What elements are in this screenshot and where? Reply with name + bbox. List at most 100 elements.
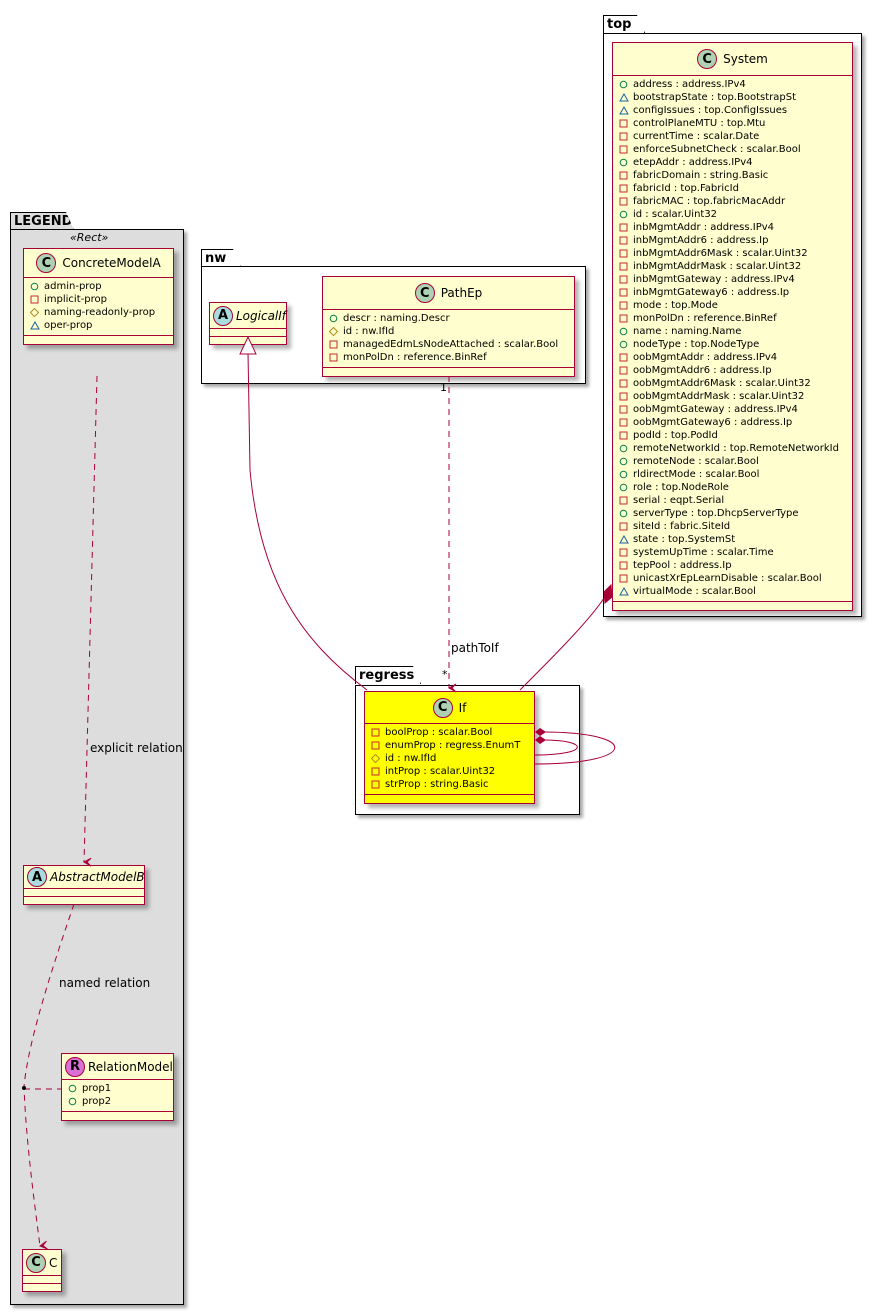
attribute-text: inbMgmtAddr6 : address.Ip (633, 235, 769, 246)
attribute-text: serial : eqpt.Serial (633, 495, 725, 506)
attribute-row: oobMgmtAddr6 : address.Ip (619, 364, 852, 377)
attribute-text: remoteNode : scalar.Bool (633, 456, 759, 467)
attribute-text: prop1 (82, 1083, 112, 1094)
attribute-row: naming-readonly-prop (30, 306, 173, 319)
attribute-row: inbMgmtAddr : address.IPv4 (619, 221, 852, 234)
public-visibility-icon (619, 509, 629, 518)
attribute-row: etepAddr : address.IPv4 (619, 156, 852, 169)
attribute-row: monPolDn : reference.BinRef (329, 351, 574, 364)
attribute-row: prop2 (68, 1095, 173, 1108)
private-visibility-icon (619, 405, 629, 414)
class-name: AbstractModelB (50, 870, 145, 884)
attribute-text: managedEdmLsNodeAttached : scalar.Bool (343, 339, 559, 350)
private-visibility-icon (619, 574, 629, 583)
public-visibility-icon (619, 210, 629, 219)
attribute-text: etepAddr : address.IPv4 (633, 157, 753, 168)
attribute-text: controlPlaneMTU : top.Mtu (633, 118, 766, 129)
class-abstract-model-b[interactable]: A AbstractModelB (23, 865, 145, 905)
class-icon: C (414, 283, 435, 303)
attribute-row: state : top.SystemSt (619, 533, 852, 546)
attribute-text: intProp : scalar.Uint32 (385, 766, 496, 777)
attribute-text: oper-prop (44, 320, 93, 331)
attribute-text: enumProp : regress.EnumT (385, 740, 521, 751)
attribute-text: id : scalar.Uint32 (633, 209, 718, 220)
attribute-row: remoteNetworkId : top.RemoteNetworkId (619, 442, 852, 455)
attribute-row: virtualMode : scalar.Bool (619, 585, 852, 598)
package-visibility-icon (619, 535, 629, 544)
self-composition-diamond-1 (535, 728, 546, 736)
public-visibility-icon (619, 158, 629, 167)
attribute-text: descr : naming.Descr (343, 313, 450, 324)
attribute-row: oobMgmtAddrMask : scalar.Uint32 (619, 390, 852, 403)
package-visibility-icon (30, 321, 40, 330)
attribute-text: address : address.IPv4 (633, 79, 746, 90)
attribute-text: enforceSubnetCheck : scalar.Bool (633, 144, 801, 155)
attribute-text: name : naming.Name (633, 326, 742, 337)
package-visibility-icon (619, 93, 629, 102)
package-visibility-icon (619, 106, 629, 115)
package-legend (10, 229, 184, 1305)
attribute-text: naming-readonly-prop (44, 307, 156, 318)
private-visibility-icon (619, 522, 629, 531)
attribute-text: oobMgmtGateway6 : address.Ip (633, 417, 793, 428)
attribute-text: oobMgmtAddrMask : scalar.Uint32 (633, 391, 805, 402)
protected-visibility-icon (329, 327, 339, 336)
private-visibility-icon (619, 561, 629, 570)
attribute-text: currentTime : scalar.Date (633, 131, 760, 142)
attribute-row: inbMgmtAddr6Mask : scalar.Uint32 (619, 247, 852, 260)
attribute-text: inbMgmtGateway6 : address.Ip (633, 287, 790, 298)
attribute-text: id : nw.IfId (385, 753, 437, 764)
private-visibility-icon (619, 262, 629, 271)
class-icon: C (26, 1252, 46, 1273)
attribute-row: fabricId : top.FabricId (619, 182, 852, 195)
private-visibility-icon (619, 392, 629, 401)
attribute-row: enumProp : regress.EnumT (371, 739, 534, 752)
attribute-row: inbMgmtAddr6 : address.Ip (619, 234, 852, 247)
composition-edge (519, 597, 605, 691)
public-visibility-icon (619, 327, 629, 336)
class-name: If (458, 700, 467, 715)
attribute-row: oobMgmtGateway : address.IPv4 (619, 403, 852, 416)
private-visibility-icon (30, 295, 40, 304)
attribute-row: mode : top.Mode (619, 299, 852, 312)
attribute-text: systemUpTime : scalar.Time (633, 547, 774, 558)
public-visibility-icon (68, 1084, 78, 1093)
package-visibility-icon (619, 587, 629, 596)
class-name: System (723, 52, 768, 66)
attribute-row: fabricDomain : string.Basic (619, 169, 852, 182)
attribute-text: state : top.SystemSt (633, 534, 736, 545)
attribute-row: intProp : scalar.Uint32 (371, 765, 534, 778)
abstract-icon: A (27, 867, 47, 887)
attribute-row: inbMgmtGateway6 : address.Ip (619, 286, 852, 299)
class-name: LogicalIf (236, 308, 287, 323)
attribute-row: fabricMAC : top.fabricMacAddr (619, 195, 852, 208)
class-c[interactable]: C C (22, 1249, 62, 1292)
attribute-text: prop2 (82, 1096, 112, 1107)
package-tab-regress: regress (355, 666, 421, 684)
private-visibility-icon (619, 379, 629, 388)
private-visibility-icon (619, 275, 629, 284)
attribute-text: inbMgmtAddr6Mask : scalar.Uint32 (633, 248, 808, 259)
private-visibility-icon (619, 288, 629, 297)
private-visibility-icon (619, 171, 629, 180)
attribute-row: tepPool : address.Ip (619, 559, 852, 572)
explicit-relation-edge (82, 375, 98, 867)
attribute-row: oobMgmtAddr : address.IPv4 (619, 351, 852, 364)
class-name: RelationModel (88, 1059, 173, 1074)
attribute-row: systemUpTime : scalar.Time (619, 546, 852, 559)
class-name: PathEp (440, 286, 483, 300)
attribute-row: descr : naming.Descr (329, 312, 574, 325)
explicit-relation-label: explicit relation (90, 741, 183, 755)
attribute-row: bootstrapState : top.BootstrapSt (619, 91, 852, 104)
public-visibility-icon (619, 444, 629, 453)
class-icon: C (36, 253, 57, 273)
class-name: ConcreteModelA (62, 256, 161, 270)
